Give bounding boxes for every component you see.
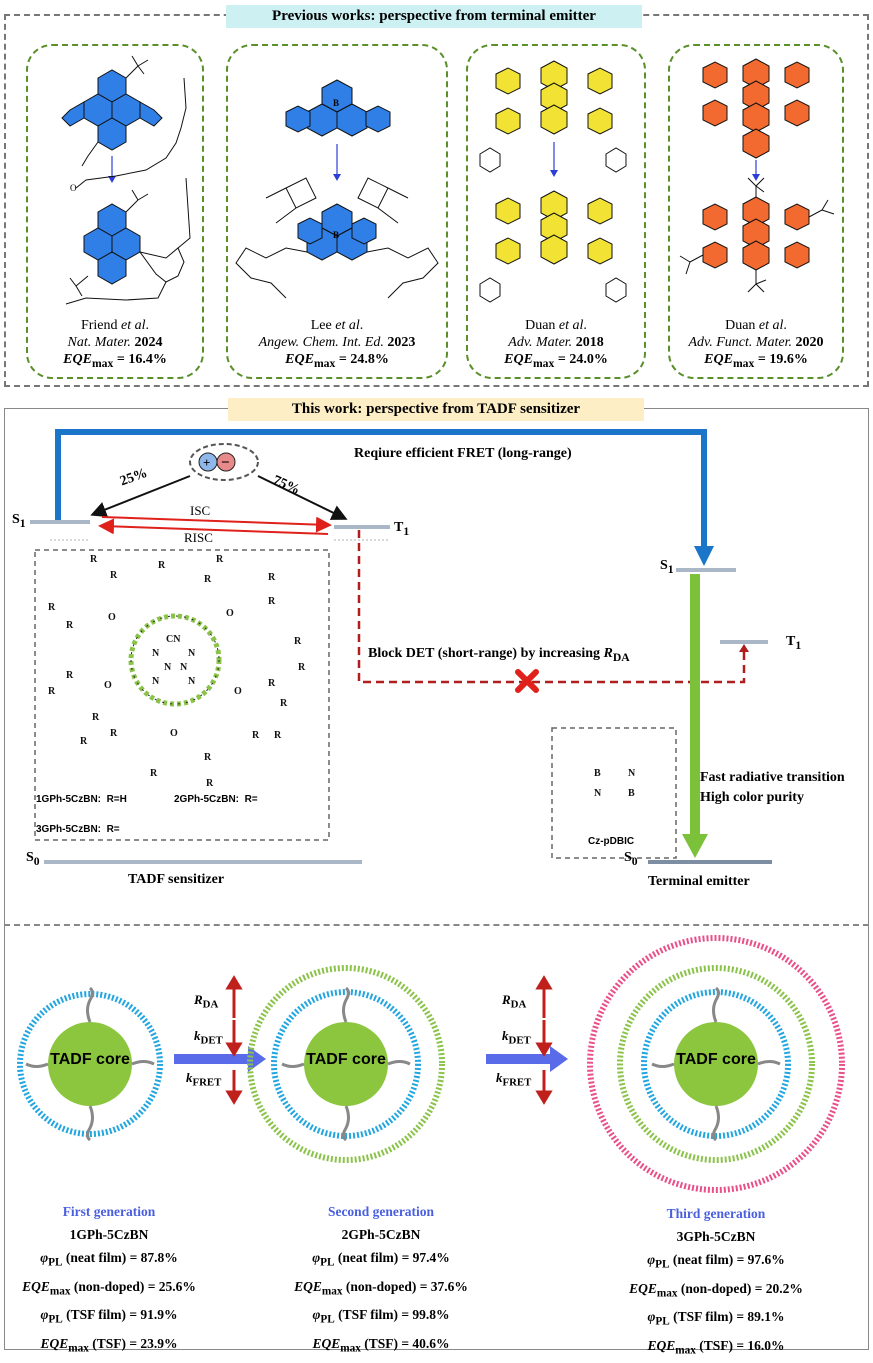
svg-text:R: R [268,596,276,607]
svg-text:R: R [158,560,166,571]
svg-text:N: N [188,676,196,687]
svg-text:R: R [204,752,212,763]
core-label-1: TADF core [50,1051,130,1068]
svg-text:R: R [66,620,74,631]
svg-text:R: R [110,728,118,739]
emitter-caption: Terminal emitter [648,874,750,889]
svg-text:R: R [294,636,302,647]
svg-text:B: B [594,768,601,779]
svg-text:CN: CN [166,634,181,645]
kdet-label-1: kDET [194,1028,223,1047]
previous-works-banner: Previous works: perspective from termina… [226,5,642,28]
kdet-label-2: kDET [502,1028,531,1047]
svg-text:O: O [70,183,77,193]
citation-card-3: Duan et al. Adv. Mater. 2018 EQEmax = 24… [504,318,608,370]
svg-text:B: B [333,98,339,108]
svg-text:B: B [333,230,339,240]
svg-text:R: R [298,662,306,673]
work-card-4 [668,44,844,379]
generation-1-block: First generation 1GPh-5CzBN φPL (neat fi… [22,1204,196,1355]
generation-3-block: Third generation 3GPh-5CzBN φPL (neat fi… [629,1206,803,1357]
s0-sensitizer-label: S0 [26,850,40,868]
work-card-3 [466,44,646,379]
svg-text:−: − [221,455,230,471]
svg-text:N: N [188,648,196,659]
citation-card-1: Friend et al. Nat. Mater. 2024 EQEmax = … [63,318,167,370]
citation-card-2: Lee et al. Angew. Chem. Int. Ed. 2023 EQ… [258,318,416,370]
svg-text:B: B [628,788,635,799]
svg-text:R: R [268,572,276,583]
mol-2-label: 2GPh-5CzBN: R= [174,794,258,805]
citation-card-4: Duan et al. Adv. Funct. Mater. 2020 EQEm… [688,318,824,370]
this-work-banner: This work: perspective from TADF sensiti… [228,398,644,421]
svg-text:R: R [48,686,56,697]
s1-emitter-label: S1 [660,558,674,576]
color-purity-label: High color purity [700,790,804,805]
svg-text:O: O [234,686,242,697]
s0-emitter-label: S0 [624,850,638,868]
mol-1-label: 1GPh-5CzBN: R=H [36,794,127,805]
t1-emitter-label: T1 [786,634,802,652]
section-divider [4,924,869,926]
svg-text:N: N [152,676,160,687]
svg-text:R: R [150,768,158,779]
svg-text:R: R [206,778,214,789]
sensitizer-caption: TADF sensitizer [128,872,225,887]
molecule-card-2: B B [235,79,439,299]
svg-text:O: O [104,680,112,691]
core-label-3: TADF core [676,1051,756,1068]
svg-text:R: R [216,554,224,565]
risc-label: RISC [184,530,213,545]
svg-text:N: N [594,788,602,799]
generations-diagram [17,935,845,1193]
det-label: Block DET (short-range) by increasing RD… [368,646,630,664]
s1-sensitizer-label: S1 [12,512,26,530]
svg-text:N: N [164,662,172,673]
generation-2-block: Second generation 2GPh-5CzBN φPL (neat f… [294,1204,468,1355]
t1-sensitizer-label: T1 [394,520,410,538]
kfret-label-2: kFRET [496,1070,532,1089]
svg-text:N: N [152,648,160,659]
isc-label: ISC [190,503,211,518]
svg-text:R: R [80,736,88,747]
svg-text:R: R [66,670,74,681]
svg-text:O: O [170,728,178,739]
molecule-card-1: O [61,55,191,305]
svg-text:+: + [203,455,210,470]
svg-text:R: R [110,570,118,581]
kfret-label-1: kFRET [186,1070,222,1089]
svg-text:R: R [268,678,276,689]
svg-text:N: N [180,662,188,673]
svg-text:R: R [252,730,260,741]
rda-label-1: RDA [194,992,219,1011]
emitter-name: Cz-pDBIC [588,836,635,847]
svg-text:O: O [226,608,234,619]
svg-text:R: R [48,602,56,613]
fast-radiative-label: Fast radiative transition [700,770,845,785]
svg-text:N: N [628,768,636,779]
mol-3-label: 3GPh-5CzBN: R= [36,824,120,835]
svg-text:O: O [108,612,116,623]
core-label-2: TADF core [306,1051,386,1068]
work-card-2 [226,44,448,379]
work-card-1 [26,44,204,379]
fret-label: Reqiure efficient FRET (long-range) [354,446,572,461]
rda-label-2: RDA [502,992,527,1011]
svg-text:R: R [204,574,212,585]
svg-text:R: R [274,730,282,741]
molecule-card-3 [479,60,627,303]
molecule-card-4 [679,58,835,293]
svg-text:R: R [280,698,288,709]
svg-text:R: R [92,712,100,723]
svg-text:R: R [90,554,98,565]
